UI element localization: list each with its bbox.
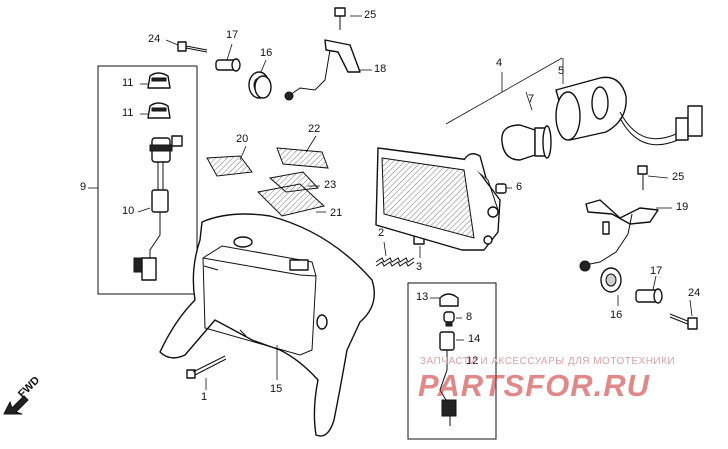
sticker-20 [206, 155, 253, 177]
watermark-tagline: ЗАПЧАСТИ И АКСЕССУАРЫ ДЛЯ МОТОТЕХНИКИ [420, 356, 676, 367]
callout-20: 20 [236, 133, 249, 145]
headlight-cover-15 [159, 213, 375, 437]
callout-6: 6 [516, 181, 523, 193]
callout-1: 1 [201, 391, 208, 403]
socket-assembly-9 [133, 135, 183, 281]
callout-18: 18 [374, 63, 387, 75]
callout-13: 13 [416, 291, 429, 303]
callout-21: 21 [330, 207, 343, 219]
bracket-harness-19 [579, 199, 659, 272]
bolt-24-right [669, 313, 698, 330]
callout-16-left: 16 [260, 47, 273, 59]
callout-17-right: 17 [650, 265, 663, 277]
collar-17-left [215, 58, 241, 72]
callout-24-right: 24 [688, 287, 701, 299]
callout-23: 23 [324, 179, 337, 191]
cap-6 [495, 183, 507, 194]
callout-15: 15 [270, 383, 283, 395]
bulb-cap-13 [439, 293, 459, 307]
bulb-cap-11-upper [147, 72, 171, 89]
screw-25-top [334, 7, 346, 30]
bracket-harness-18 [284, 39, 361, 101]
callout-3: 3 [416, 261, 423, 273]
adjuster-spring-2 [375, 257, 415, 267]
callout-7: 7 [528, 93, 535, 105]
callout-9: 9 [80, 181, 87, 193]
callout-5: 5 [558, 65, 565, 77]
callout-11-upper: 11 [122, 77, 134, 89]
grommet-16-left [248, 71, 272, 99]
callout-16-right: 16 [610, 309, 623, 321]
bolt-24-left [177, 41, 208, 53]
fwd-arrow-icon [3, 395, 29, 415]
headlight-unit-4 [375, 147, 501, 251]
collar-17-right [635, 288, 663, 304]
grommet-16-right [600, 267, 622, 293]
callout-24-left: 24 [148, 33, 161, 45]
callout-25-right: 25 [672, 171, 685, 183]
callout-2: 2 [378, 227, 385, 239]
callout-4: 4 [496, 57, 503, 69]
headlight-bulb-7 [501, 124, 552, 161]
headlight-socket-5 [555, 76, 703, 146]
leader-lines [88, 15, 693, 390]
callout-19: 19 [676, 201, 689, 213]
callout-10: 10 [122, 205, 135, 217]
socket-14 [439, 331, 457, 426]
watermark-logo: PARTSFOR.RU [418, 368, 651, 403]
callout-25-top: 25 [364, 9, 377, 21]
socket-group-box-12 [407, 282, 497, 440]
sticker-22 [276, 147, 329, 169]
screw-25-right [637, 165, 648, 190]
bulb-cap-11-lower [147, 102, 171, 119]
callout-12: 12 [466, 355, 479, 367]
callout-11-lower: 11 [122, 107, 134, 119]
callout-8: 8 [466, 311, 473, 323]
callout-14: 14 [468, 333, 481, 345]
callout-22: 22 [308, 123, 321, 135]
callout-17-left: 17 [226, 29, 239, 41]
sticker-21 [256, 183, 326, 217]
screw-1 [186, 355, 227, 379]
bulb-8 [443, 311, 455, 327]
